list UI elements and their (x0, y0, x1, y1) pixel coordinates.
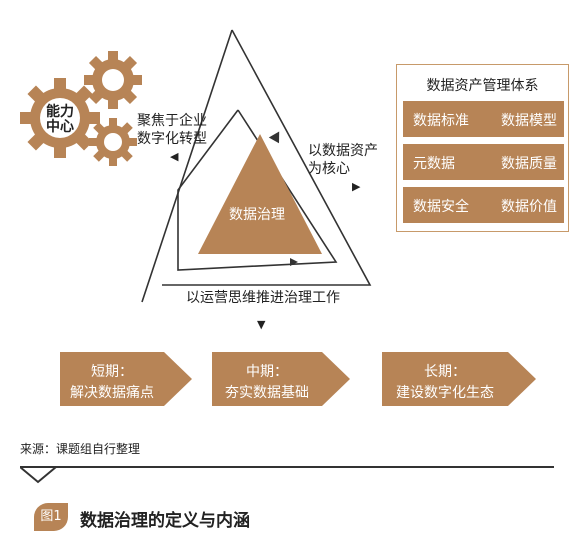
data-governance-triangle (198, 134, 322, 254)
gear-icons (20, 51, 142, 166)
stage-short-term: 短期： 解决数据痛点 (60, 352, 194, 406)
down-arrow-icon: ▼ (257, 318, 266, 331)
system-title: 数据资产管理体系 (426, 78, 539, 94)
source-note: 来源：课题组自行整理 (20, 442, 141, 456)
data-asset-core-label: 以数据资产 为核心 (308, 143, 378, 177)
outer-triangle-left-line (141, 29, 233, 303)
stage-desc: 夯实数据基础 (225, 385, 309, 401)
operations-thinking-label: 以运营思维推进治理工作 (186, 290, 340, 306)
stage-term: 长期： (424, 364, 466, 380)
system-item: 数据标准 (413, 113, 469, 129)
stage-mid-term: 中期： 夯实数据基础 (212, 352, 352, 406)
system-item: 元数据 (413, 156, 455, 172)
inner-triangle-line (177, 109, 338, 271)
stage-desc: 建设数字化生态 (396, 385, 494, 401)
figure-title: 数据治理的定义与内涵 (80, 511, 250, 531)
focus-digital-transformation-label: 聚焦于企业 数字化转型 (137, 113, 207, 147)
stage-term: 中期： (246, 364, 288, 380)
divider-notch (20, 466, 57, 484)
flow-arrow-right (268, 131, 280, 144)
system-row: 元数据 数据质量 (403, 144, 564, 180)
data-asset-management-system: 数据资产管理体系 数据标准 数据模型 元数据 数据质量 数据安全 数据价值 (396, 64, 569, 232)
stage-long-term: 长期： 建设数字化生态 (382, 352, 542, 406)
system-item: 数据质量 (501, 156, 557, 172)
stage-desc: 解决数据痛点 (70, 385, 154, 401)
large-gear-icon (20, 78, 100, 158)
stage-term: 短期： (91, 364, 133, 380)
system-item: 数据价值 (501, 199, 557, 215)
system-item: 数据安全 (413, 199, 469, 215)
system-item: 数据模型 (501, 113, 557, 129)
data-governance-label: 数据治理 (229, 207, 285, 223)
outer-triangle-line (162, 29, 372, 286)
right-arrow-icon: ▶ (352, 180, 361, 193)
left-arrow-icon: ◀ (170, 150, 179, 163)
system-row: 数据安全 数据价值 (403, 187, 564, 223)
system-row: 数据标准 数据模型 (403, 101, 564, 137)
divider (20, 466, 554, 468)
capability-center-label: 能力 中心 (46, 104, 74, 135)
medium-gear-icon (84, 51, 142, 109)
figure-tag: 图1 (34, 503, 68, 531)
small-gear-icon (89, 118, 137, 166)
flow-arrow-bottom (290, 258, 298, 266)
